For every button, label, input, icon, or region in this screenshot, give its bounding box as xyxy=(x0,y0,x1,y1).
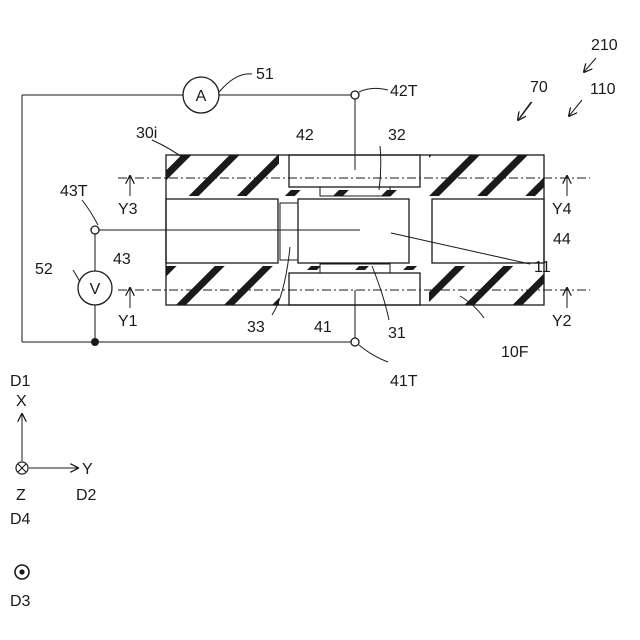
label-110: 110 xyxy=(590,81,616,98)
label-X: X xyxy=(16,393,27,410)
d3-out-of-page-icon xyxy=(15,565,29,579)
label-43: 43 xyxy=(113,251,131,268)
label-41: 41 xyxy=(314,319,332,336)
label-33: 33 xyxy=(247,319,265,336)
label-31: 31 xyxy=(388,325,406,342)
z-axis-into-page-icon xyxy=(16,462,28,474)
label-D4: D4 xyxy=(10,511,31,528)
label-Y2: Y2 xyxy=(552,313,572,330)
voltmeter-symbol: V xyxy=(90,281,101,298)
label-Y4: Y4 xyxy=(552,201,572,218)
label-51: 51 xyxy=(256,66,274,83)
label-43T: 43T xyxy=(60,183,88,200)
label-D2: D2 xyxy=(76,487,97,504)
ammeter-51: A xyxy=(183,77,219,113)
label-42T: 42T xyxy=(390,83,418,100)
terminal-42T xyxy=(351,91,359,99)
label-Y1: Y1 xyxy=(118,313,138,330)
voltmeter-52: V xyxy=(78,271,112,305)
label-D1: D1 xyxy=(10,373,31,390)
label-10F: 10F xyxy=(501,344,529,361)
label-44: 44 xyxy=(553,231,571,248)
coordinate-axes: D1 X Y D2 Z D4 D3 xyxy=(10,373,97,610)
ref-arrow-70 xyxy=(518,102,531,120)
label-Y: Y xyxy=(82,461,93,478)
label-11: 11 xyxy=(534,259,551,276)
label-32: 32 xyxy=(388,127,406,144)
label-210: 210 xyxy=(591,37,618,54)
label-Z: Z xyxy=(16,487,26,504)
label-30i: 30i xyxy=(136,125,157,142)
label-Y3: Y3 xyxy=(118,201,138,218)
label-41T: 41T xyxy=(390,373,418,390)
ammeter-symbol: A xyxy=(196,88,207,105)
ref-arrow-110 xyxy=(569,100,582,116)
junction-dot xyxy=(91,338,99,346)
label-52: 52 xyxy=(35,261,53,278)
terminal-43T xyxy=(91,226,99,234)
label-42: 42 xyxy=(296,127,314,144)
label-70: 70 xyxy=(530,79,548,96)
terminal-41T xyxy=(351,338,359,346)
ref-arrow-210 xyxy=(584,58,596,72)
label-D3: D3 xyxy=(10,593,31,610)
